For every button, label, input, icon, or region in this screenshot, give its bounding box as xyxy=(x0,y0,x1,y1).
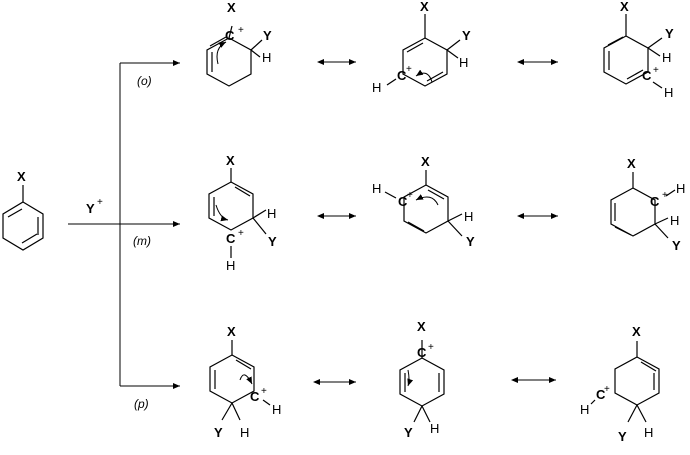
charge-label: + xyxy=(261,386,267,397)
path-label-para: (p) xyxy=(134,397,149,411)
carbocation-carbon: C xyxy=(397,68,407,83)
electrophile-label: Y xyxy=(86,201,95,216)
hydrogen-label: H xyxy=(240,425,249,440)
charge-label: + xyxy=(407,190,413,201)
carbocation-carbon: C xyxy=(642,68,652,83)
electrophile-label: Y xyxy=(268,234,277,249)
hydrogen-label: H xyxy=(670,213,679,228)
charge-label: + xyxy=(406,64,412,75)
hydrogen-label: H xyxy=(644,425,653,440)
substituent-label: X xyxy=(17,169,26,184)
hydrogen-label: H xyxy=(464,209,473,224)
substituent-label: X xyxy=(227,324,236,339)
electrophile-label: Y xyxy=(618,429,627,444)
hydrogen-label: H xyxy=(372,80,381,95)
electrophile-label: Y xyxy=(462,28,471,43)
hydrogen-label: H xyxy=(267,206,276,221)
hydrogen-label: H xyxy=(226,258,235,273)
substituent-label: X xyxy=(227,0,236,15)
charge-label: + xyxy=(604,384,610,395)
hydrogen-label: H xyxy=(459,55,468,70)
carbocation-carbon: C xyxy=(225,28,235,43)
hydrogen-label: H xyxy=(372,181,381,196)
substituent-label: X xyxy=(226,153,235,168)
electrophile-label: Y xyxy=(672,238,681,253)
carbocation-carbon: C xyxy=(250,389,260,404)
electrophile-label: Y xyxy=(404,425,413,440)
electrophile-label: Y xyxy=(665,26,674,41)
substituent-label: X xyxy=(420,0,429,14)
benzene-start: X xyxy=(2,169,44,251)
reagent-arrows: Y + (o) (m) (p) xyxy=(68,60,180,411)
para-structure-2: X C + Y H xyxy=(399,319,445,440)
charge-label: + xyxy=(428,342,434,353)
substituent-label: X xyxy=(421,154,430,169)
carbocation-carbon: C xyxy=(417,345,427,360)
electrophile-charge: + xyxy=(97,197,103,208)
electrophile-label: Y xyxy=(214,425,223,440)
resonance-arrows xyxy=(313,59,558,385)
ortho-structure-3: X Y H C + H xyxy=(603,0,674,100)
meta-structure-1: X H Y C + H xyxy=(208,153,277,273)
para-structure-3: X C + H Y H xyxy=(580,324,660,444)
charge-label: + xyxy=(653,65,659,76)
electrophile-label: Y xyxy=(263,28,272,43)
carbocation-carbon: C xyxy=(226,231,236,246)
substituent-label: X xyxy=(627,156,636,171)
electrophile-label: Y xyxy=(466,234,475,249)
substituent-label: X xyxy=(620,0,629,14)
substituent-label: X xyxy=(417,319,426,334)
charge-label: + xyxy=(238,228,244,239)
path-label-meta: (m) xyxy=(133,234,151,248)
charge-label: + xyxy=(238,25,244,36)
hydrogen-label: H xyxy=(430,421,439,436)
carbocation-carbon: C xyxy=(398,194,408,209)
ortho-structure-2: X Y H C + H xyxy=(372,0,471,95)
hydrogen-label: H xyxy=(676,181,685,196)
carbocation-carbon: C xyxy=(650,194,660,209)
carbocation-carbon: C xyxy=(596,387,606,402)
path-label-ortho: (o) xyxy=(137,74,152,88)
para-structure-1: X C + H Y H xyxy=(209,324,281,440)
charge-label: + xyxy=(662,190,668,201)
meta-structure-3: X C + H H Y xyxy=(610,156,685,253)
hydrogen-label: H xyxy=(662,50,671,65)
hydrogen-label: H xyxy=(272,402,281,417)
hydrogen-label: H xyxy=(664,85,673,100)
substituent-label: X xyxy=(632,324,641,339)
hydrogen-label: H xyxy=(262,50,271,65)
meta-structure-2: X C + H H Y xyxy=(372,154,475,249)
hydrogen-label: H xyxy=(580,402,589,417)
ortho-structure-1: X C + Y H xyxy=(206,0,272,87)
